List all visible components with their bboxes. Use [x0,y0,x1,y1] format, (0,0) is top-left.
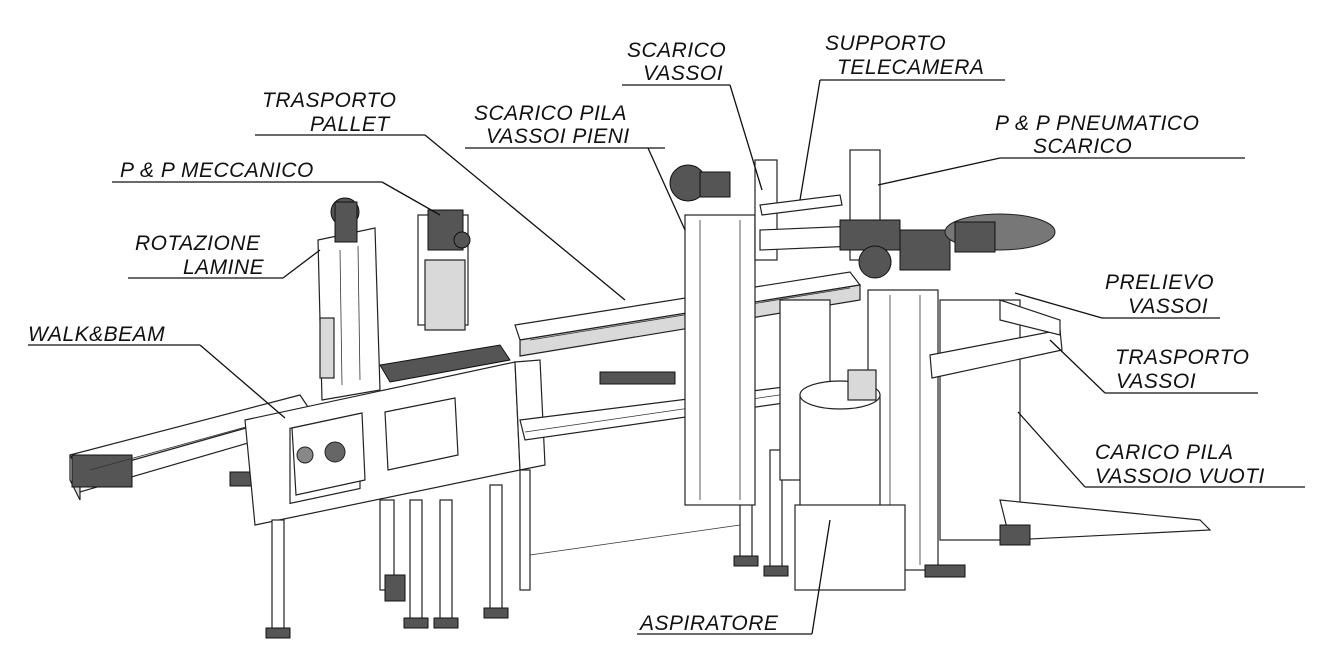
label-scarico-pila-2: VASSOI PIENI [486,125,630,148]
rotation-tower [317,197,381,401]
leader-lines [28,79,1305,635]
label-trasporto-pallet-2: PALLET [310,113,391,136]
mechanical-pick-place [379,209,511,383]
label-scarico-vassoi-1: SCARICO [627,39,726,62]
pneumatic-pick-place [839,149,1056,279]
label-pp-pneumatico-2: SCARICO [1033,135,1132,158]
main-frame [244,359,546,526]
label-supporto-telecamera-2: TELECAMERA [837,56,984,79]
label-carico-pila-2: VASSOIO VUOTI [1095,465,1265,488]
label-pp-pneumatico-1: P & P PNEUMATICO [995,112,1199,135]
label-prelievo-vassoi-2: VASSOI [1128,295,1208,318]
vacuum-unit [794,369,906,591]
load-stack-tower [867,289,1212,578]
component-labels: SCARICO VASSOI SUPPORTO TELECAMERA TRASP… [28,32,1265,635]
label-rotazione-lamine-1: ROTAZIONE [135,232,261,255]
label-trasporto-vassoi-1: TRASPORTO [1115,346,1249,369]
label-scarico-pila-1: SCARICO PILA [474,102,627,125]
label-carico-pila-1: CARICO PILA [1095,441,1234,464]
label-rotazione-lamine-2: LAMINE [183,256,265,279]
label-aspiratore: ASPIRATORE [638,612,779,635]
label-trasporto-vassoi-2: VASSOI [1116,370,1196,393]
label-prelievo-vassoi-1: PRELIEVO [1105,271,1214,294]
label-pp-meccanico: P & P MECCANICO [120,159,314,182]
machine-illustration [69,149,1212,639]
label-supporto-telecamera-1: SUPPORTO [825,32,946,55]
label-scarico-vassoi-2: VASSOI [643,62,723,85]
label-trasporto-pallet-1: TRASPORTO [262,89,396,112]
label-walk-beam: WALK&BEAM [28,323,165,346]
